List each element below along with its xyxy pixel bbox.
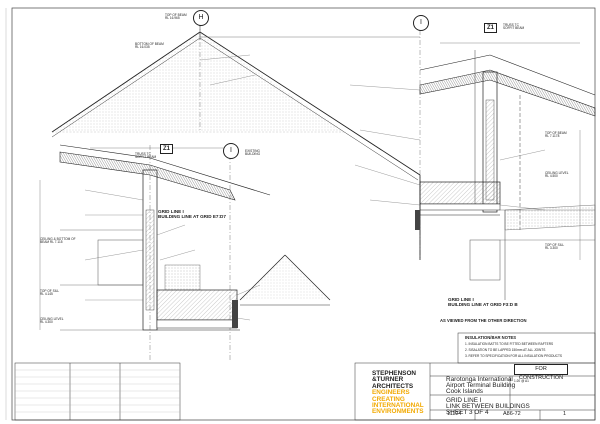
level-existing-building: EXISTING BUILDING: [245, 149, 261, 157]
firm-line-1: STEPHENSON: [372, 370, 417, 377]
title-line-1: GRID LINE I: [446, 397, 482, 404]
level-ceiling-right: CEILING LEVEL RL 4.500: [545, 171, 569, 179]
firm-line-4: ENGINEERS: [372, 389, 410, 397]
job-number: 11124: [447, 411, 462, 417]
right-roof-detail: [415, 50, 596, 300]
scale-label: 1:20 @ A1: [514, 379, 529, 383]
level-top-of-sill-right: TOP OF SILL RL 3.300: [545, 243, 565, 251]
level-truss-tc-right: TRUSS TC SOFFIT BEAM: [503, 23, 525, 31]
note-3: 3. REFER TO SPECIFICATION FOR ALL INSULA…: [465, 354, 563, 358]
firm-logo: STEPHENSON &TURNER ARCHITECTS ENGINEERS …: [372, 370, 424, 416]
firm-line-7: ENVIRONMENTS: [372, 408, 424, 416]
firm-line-3: ARCHITECTS: [372, 382, 414, 390]
firm-line-5: CREATING: [372, 395, 405, 403]
level-top-of-beam-h: TOP OF BEAM RL 16.965: [165, 13, 187, 21]
level-top-of-sill-left: TOP OF SILL RL 4.145: [40, 289, 60, 297]
level-truss-tc-left: TRUSS TC SOFFIT BEAM: [135, 152, 157, 160]
firm-line-2: &TURNER: [372, 376, 404, 384]
project-line-1: Rarotonga International: [446, 376, 513, 383]
project-line-3: Cook Islands: [446, 388, 483, 396]
gridline-i-left-bubble: I: [223, 143, 239, 159]
project-name: Rarotonga International Airport Terminal…: [446, 376, 516, 396]
left-roof-detail: [59, 144, 271, 360]
main-roof-gable: [51, 22, 421, 181]
level-ceiling-left: CEILING LEVEL RL 4.300: [40, 317, 64, 325]
title-block-lines: [14, 332, 596, 421]
leader-lines: [84, 54, 546, 321]
title-line-2: LINK BETWEEN BUILDINGS: [446, 403, 530, 411]
firm-line-6: INTERNATIONAL: [372, 402, 424, 410]
drawing-number: A86-72: [503, 411, 521, 417]
construction-status-badge: FOR CONSTRUCTION: [514, 364, 568, 381]
grid-line-right-title: GRID LINE I BUILDING LINE AT GRID F3:D B: [448, 297, 518, 308]
gridline-z1-flag: Z1: [484, 23, 498, 33]
gridline-h-bubble: H: [193, 10, 209, 26]
lower-gable: [239, 254, 331, 306]
note-1: 1. INSULATION BATTS TO BE FITTED BETWEEN…: [465, 342, 554, 346]
level-bottom-of-beam-h: BOTTOM OF BEAM RL 16.035: [135, 42, 164, 50]
notes-heading: INSULATION/BAR NOTES: [465, 335, 517, 340]
drawing-title: GRID LINE I LINK BETWEEN BUILDINGS SHEET…: [446, 397, 530, 417]
revision-number: 1: [563, 411, 567, 417]
level-top-of-beam-right: TOP OF BEAM RL 7.1178: [545, 131, 567, 139]
viewed-from-note: AS VIEWED FROM THE OTHER DIRECTION: [440, 318, 527, 323]
title-line-3: SHEET 3 OF 4: [446, 409, 489, 417]
gridline-i-bubble: I: [413, 15, 429, 31]
grid-line-left-title: GRID LINE I BUILDING LINE AT GRID E7:D7: [158, 209, 226, 220]
gridline-z1-left-flag: Z1: [160, 144, 174, 154]
note-2: 2. SISALATION TO BE LAPPED 150mm AT ALL …: [465, 348, 546, 352]
project-line-2: Airport Terminal Building: [446, 382, 516, 390]
level-ceiling-bottom-left: CEILING & BOTTOM OF BEAM RL 7.115: [40, 237, 76, 245]
